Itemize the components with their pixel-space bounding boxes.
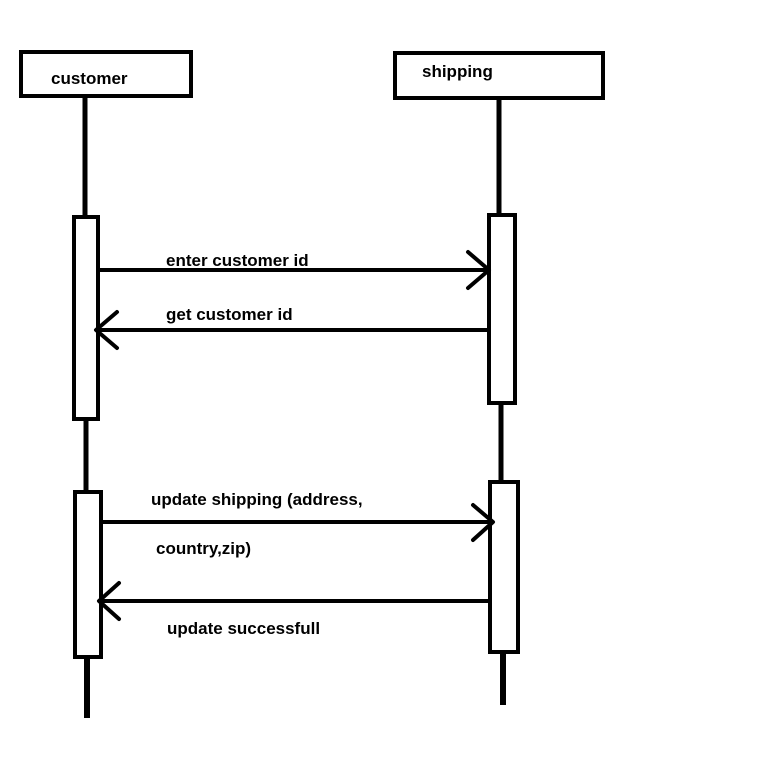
message-label-line2: country,zip)	[156, 539, 251, 558]
message-label: get customer id	[166, 305, 293, 324]
message-get-customer-id: get customer id	[94, 305, 489, 350]
participant-customer: customer	[19, 50, 193, 98]
shipping-activation-1	[487, 213, 517, 405]
message-update-successfull: update successfull	[97, 581, 490, 638]
shipping-activation-2	[488, 480, 520, 654]
message-update-shipping: update shipping (address, country,zip)	[101, 490, 495, 558]
arrowhead-right-icon	[466, 250, 491, 290]
message-label: enter customer id	[166, 251, 309, 270]
customer-activation-1	[72, 215, 100, 421]
participant-shipping: shipping	[393, 51, 605, 100]
participant-box	[393, 51, 605, 100]
arrowhead-left-icon	[97, 581, 121, 621]
participant-label: customer	[51, 69, 128, 88]
arrowhead-right-icon	[471, 503, 495, 542]
participant-box	[19, 50, 193, 98]
message-enter-customer-id: enter customer id	[98, 250, 491, 290]
message-label: update successfull	[167, 619, 320, 638]
message-label-line1: update shipping (address,	[151, 490, 363, 509]
participant-label: shipping	[422, 62, 493, 81]
arrowhead-left-icon	[94, 310, 119, 350]
customer-activation-2	[73, 490, 103, 659]
